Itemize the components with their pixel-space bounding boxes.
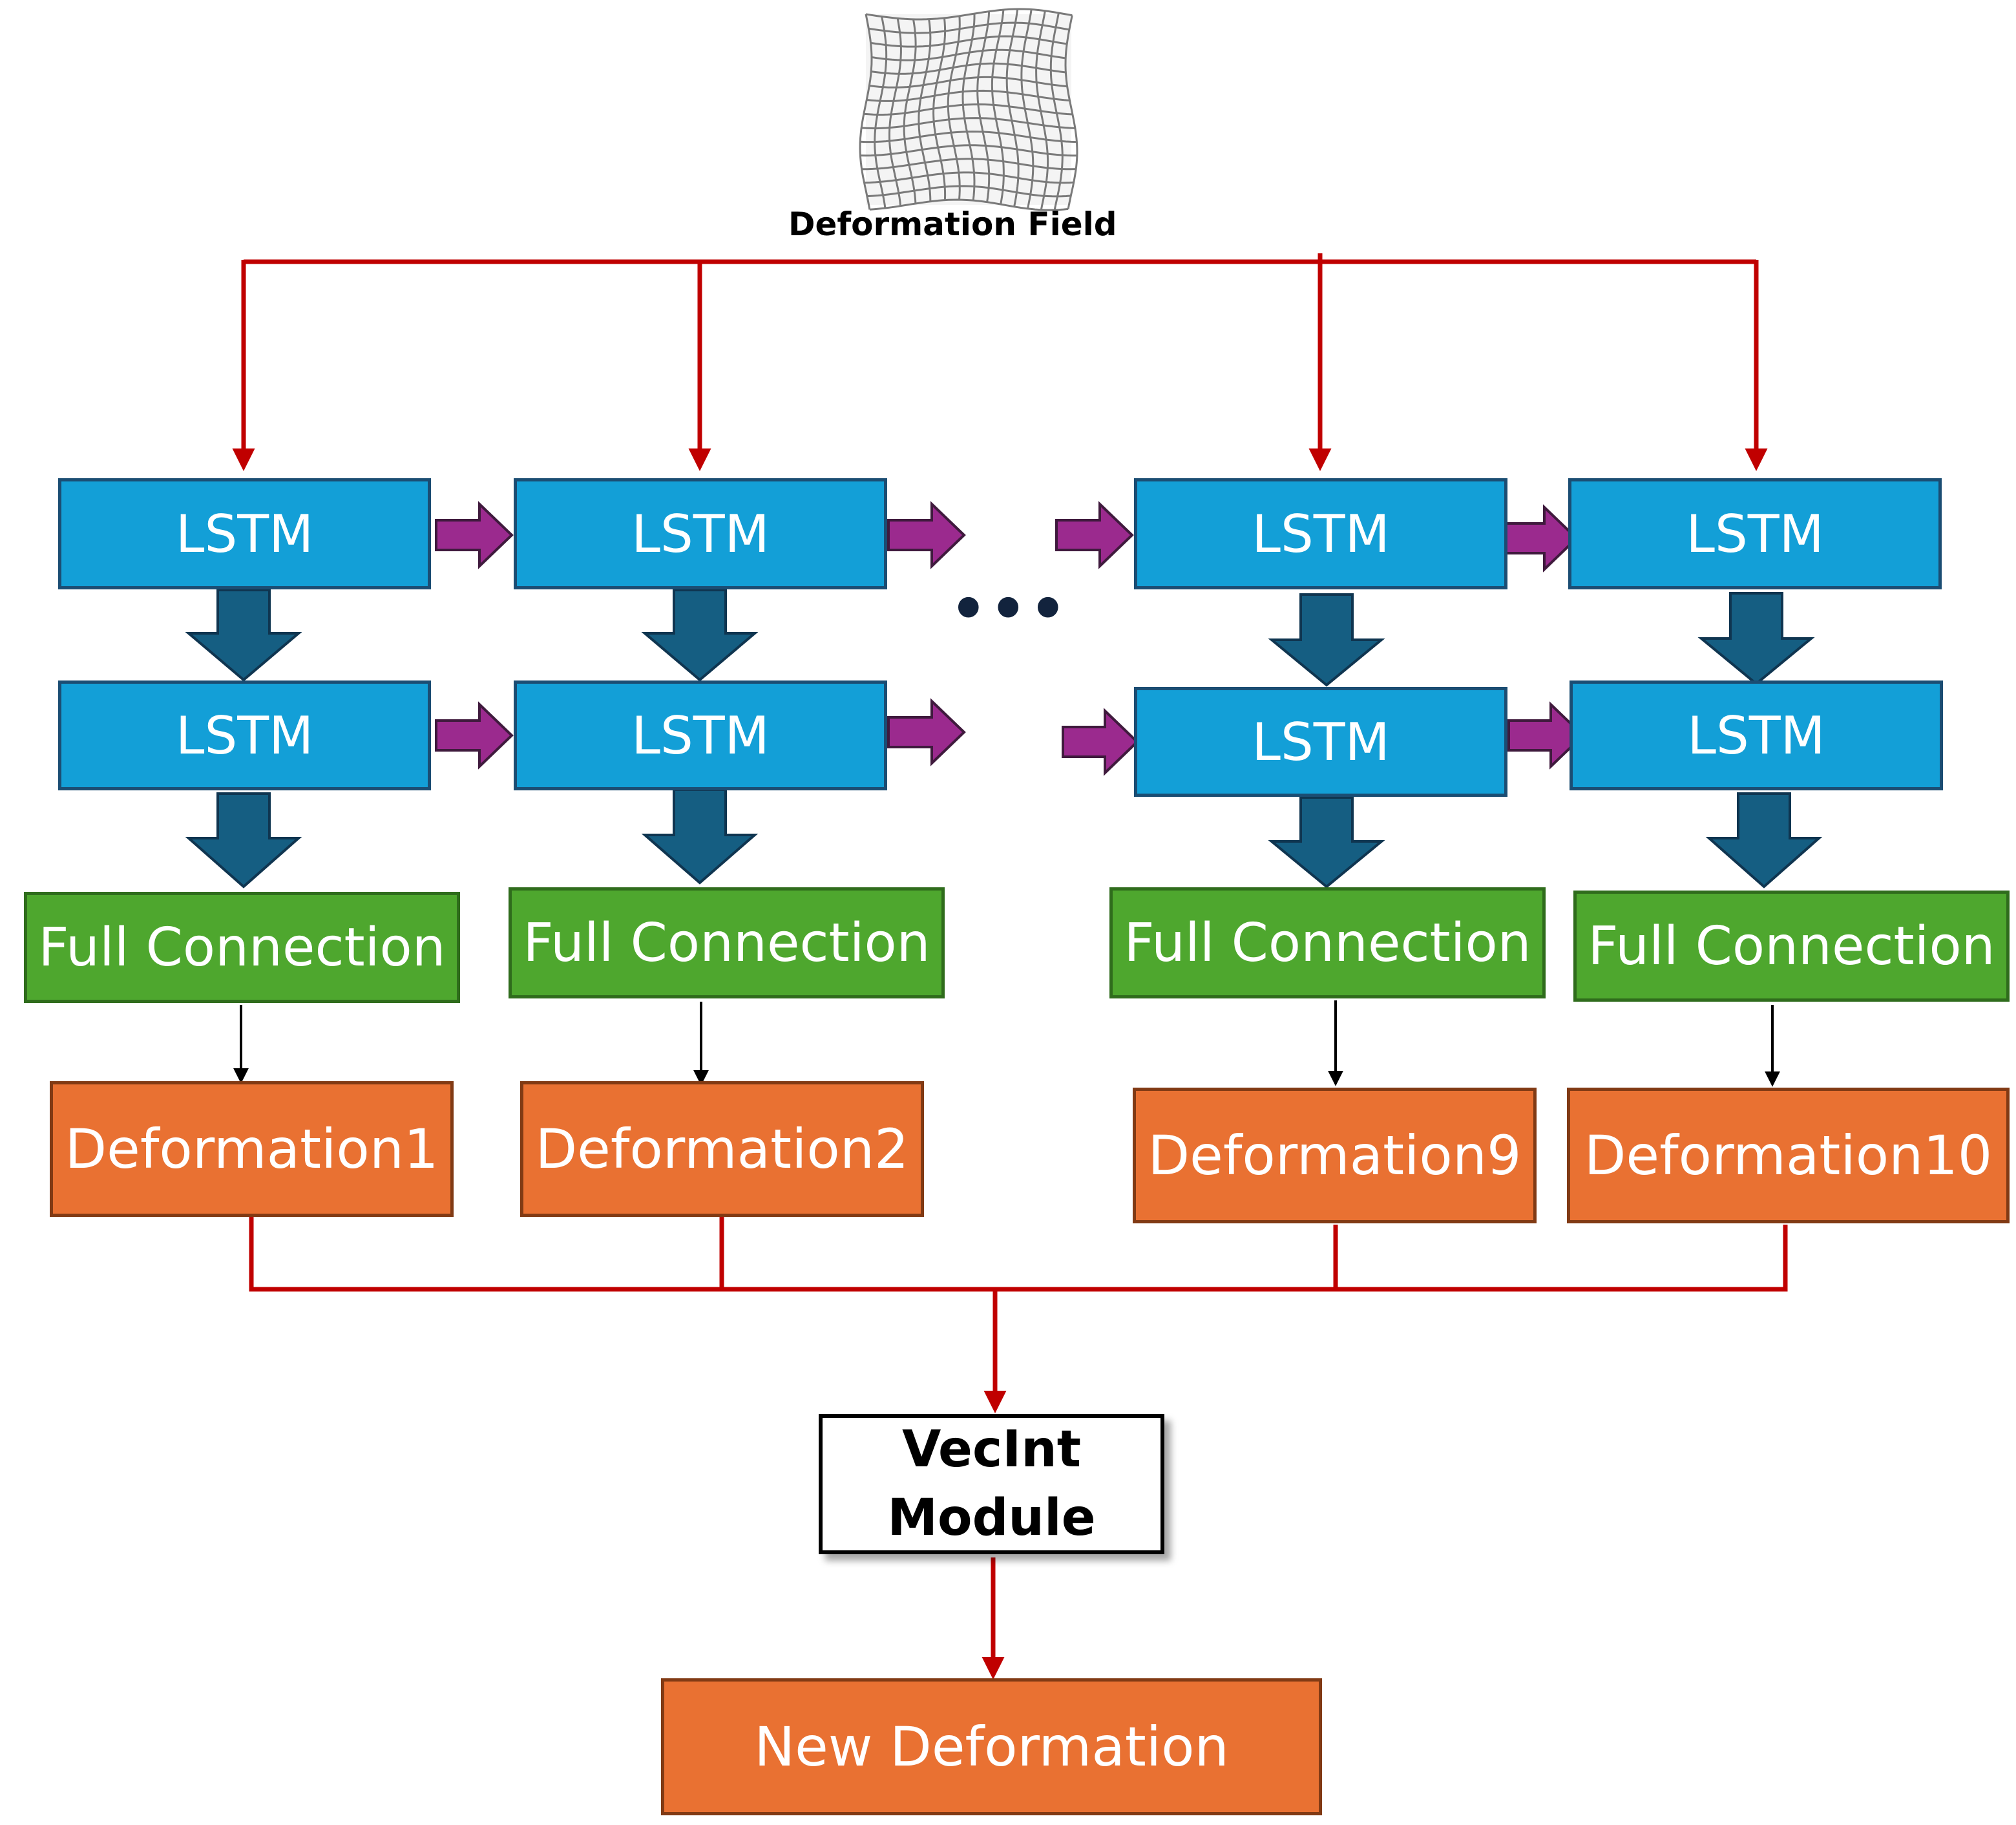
down-arrow: [1268, 796, 1385, 889]
lstm-bottom-1: LSTM: [58, 680, 431, 790]
full-connection-1: Full Connection: [24, 892, 460, 1003]
new-deformation: New Deformation: [661, 1678, 1322, 1815]
recurrent-arrow: [1507, 701, 1585, 770]
grid-line: [976, 11, 991, 202]
ellipsis: •••: [950, 575, 1069, 643]
down-arrow: [185, 589, 302, 682]
grid-line: [1049, 12, 1064, 211]
vecint-line1: VecInt: [901, 1420, 1082, 1479]
recurrent-arrows: [435, 501, 1585, 776]
recurrent-arrow: [1501, 504, 1579, 573]
down-arrow: [1268, 593, 1385, 687]
lstm-top-1: LSTM: [58, 478, 431, 589]
grid-line: [863, 103, 1073, 116]
vecint-module: VecInt Module: [819, 1414, 1164, 1554]
down-arrow: [1697, 592, 1815, 686]
deformation-field-label: Deformation Field: [788, 206, 1117, 243]
deformation-10: Deformation10: [1567, 1088, 2010, 1223]
grid-line: [861, 117, 1075, 130]
full-connection-9: Full Connection: [1109, 887, 1546, 998]
output-arrows: [233, 1000, 1780, 1087]
vecint-line2: Module: [887, 1488, 1096, 1547]
recurrent-arrow: [435, 701, 514, 770]
grid-line: [1005, 8, 1020, 207]
layer-arrows: [185, 589, 1823, 889]
down-arrow: [641, 788, 759, 885]
lstm-bottom-10: LSTM: [1570, 680, 1943, 790]
input-distribution-connector: [232, 253, 1768, 471]
recurrent-arrow: [887, 698, 966, 766]
grid-line: [860, 131, 1077, 143]
merge-connector: [249, 1183, 1788, 1680]
grid-line: [1020, 9, 1034, 209]
down-arrow: [641, 589, 759, 682]
down-arrow: [1705, 792, 1823, 889]
grid-line: [869, 198, 1069, 211]
grid-line: [866, 185, 1071, 198]
recurrent-arrow: [1062, 708, 1139, 776]
grid-line: [861, 158, 1076, 171]
deformation-2: Deformation2: [520, 1081, 924, 1217]
recurrent-arrow: [1055, 501, 1134, 569]
grid-line: [991, 9, 1005, 205]
lstm-bottom-9: LSTM: [1134, 687, 1507, 797]
lstm-top-10: LSTM: [1568, 478, 1942, 589]
recurrent-arrow: [887, 501, 966, 569]
deformation-9: Deformation9: [1133, 1088, 1537, 1223]
deformation-1: Deformation1: [50, 1081, 454, 1217]
grid-line: [1064, 15, 1078, 209]
down-arrow: [185, 792, 302, 889]
grid-line: [1035, 10, 1049, 210]
lstm-bottom-2: LSTM: [514, 680, 887, 790]
lstm-top-9: LSTM: [1134, 478, 1507, 589]
lstm-top-2: LSTM: [514, 478, 887, 589]
full-connection-2: Full Connection: [509, 887, 945, 998]
grid-line: [864, 171, 1074, 184]
deformation-grid-icon: [859, 8, 1078, 211]
full-connection-10: Full Connection: [1573, 891, 2010, 1002]
grid-line: [860, 144, 1077, 157]
recurrent-arrow: [435, 501, 514, 569]
